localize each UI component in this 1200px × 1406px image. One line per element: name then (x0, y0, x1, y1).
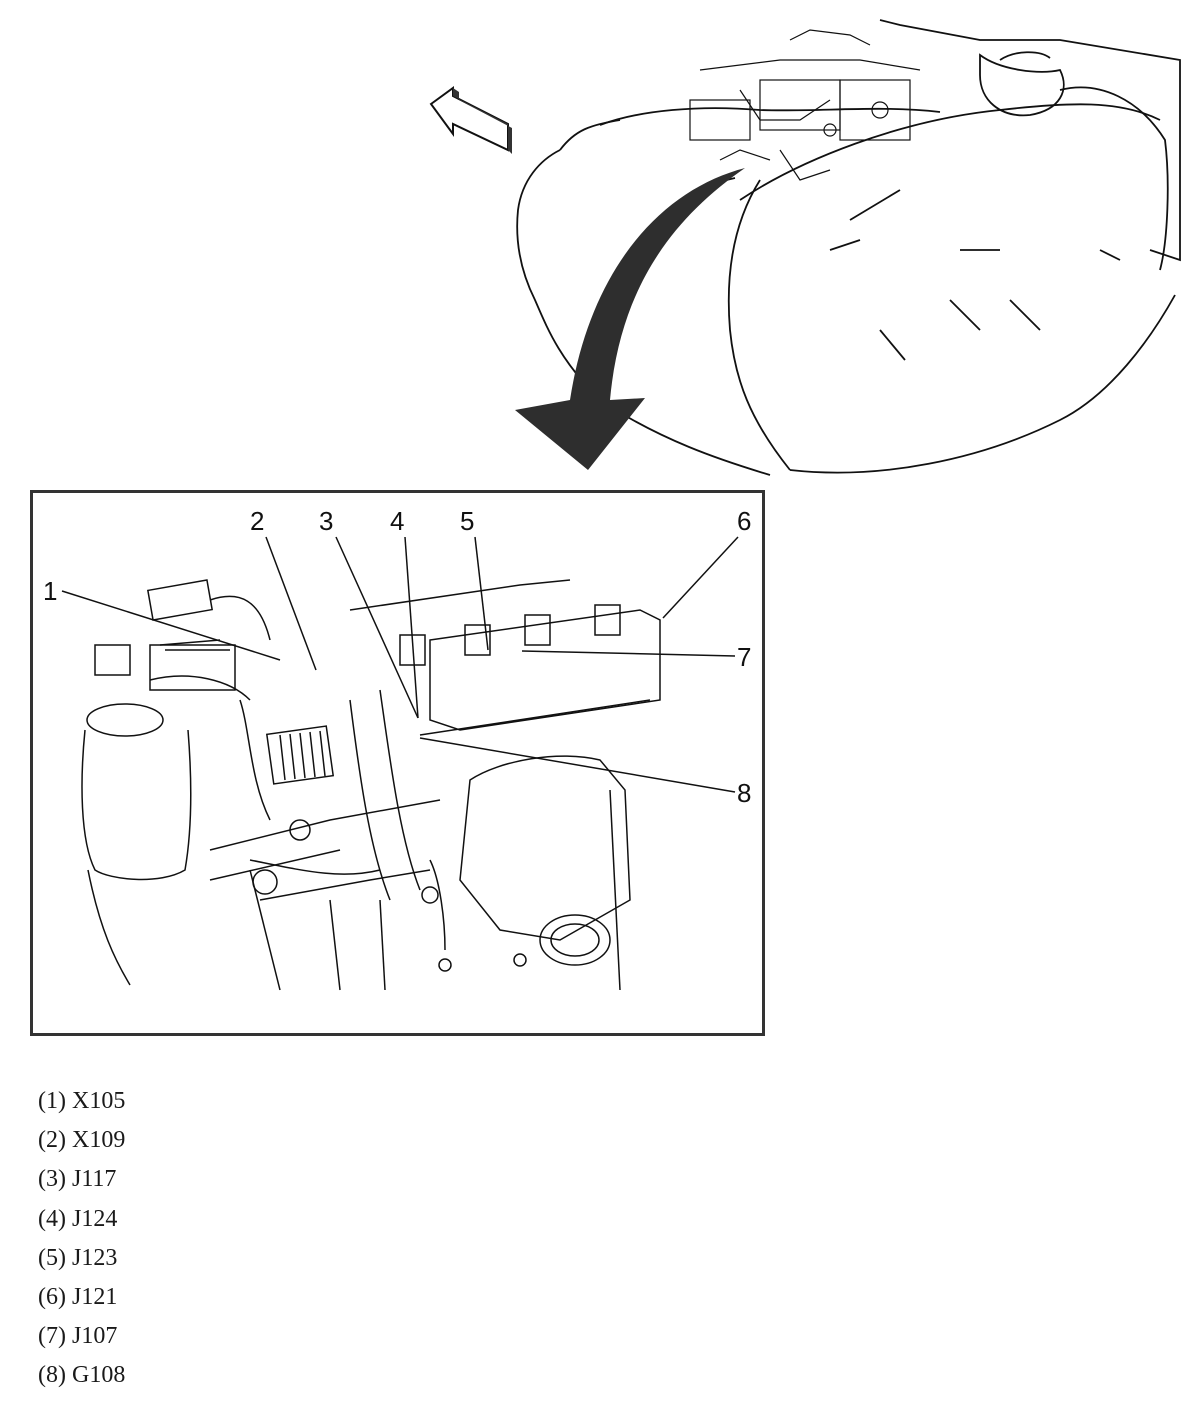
front-direction-arrow-icon (429, 86, 512, 154)
engine-detail-drawing (81, 579, 661, 991)
legend-item: (5)J123 (38, 1244, 118, 1271)
callout-7: 7 (737, 642, 751, 672)
callout-3: 3 (319, 506, 333, 536)
engine-cluster (689, 29, 921, 181)
callout-2: 2 (250, 506, 264, 536)
callout-4: 4 (390, 506, 404, 536)
overview-illustration (429, 19, 1181, 476)
legend-item: (4)J124 (38, 1205, 118, 1232)
curved-detail-arrow-icon (515, 168, 745, 470)
detail-view-frame (30, 490, 765, 1036)
callout-numbers: 1 2 3 4 5 6 7 8 (43, 506, 751, 808)
legend-item: (6)J121 (38, 1283, 118, 1310)
callout-5: 5 (460, 506, 474, 536)
callout-8: 8 (737, 778, 751, 808)
callout-6: 6 (737, 506, 751, 536)
legend-item: (1)X105 (38, 1088, 126, 1114)
callout-leaders (61, 536, 739, 793)
legend-item: (7)J107 (38, 1323, 118, 1350)
legend-item: (2)X109 (38, 1127, 126, 1154)
legend-item: (8)G108 (38, 1362, 126, 1389)
legend-item: (3)J117 (38, 1166, 117, 1193)
callout-1: 1 (43, 576, 57, 606)
component-legend: (1)X105 (2)X109 (3)J117 (4)J124 (5)J123 … (38, 1082, 125, 1396)
